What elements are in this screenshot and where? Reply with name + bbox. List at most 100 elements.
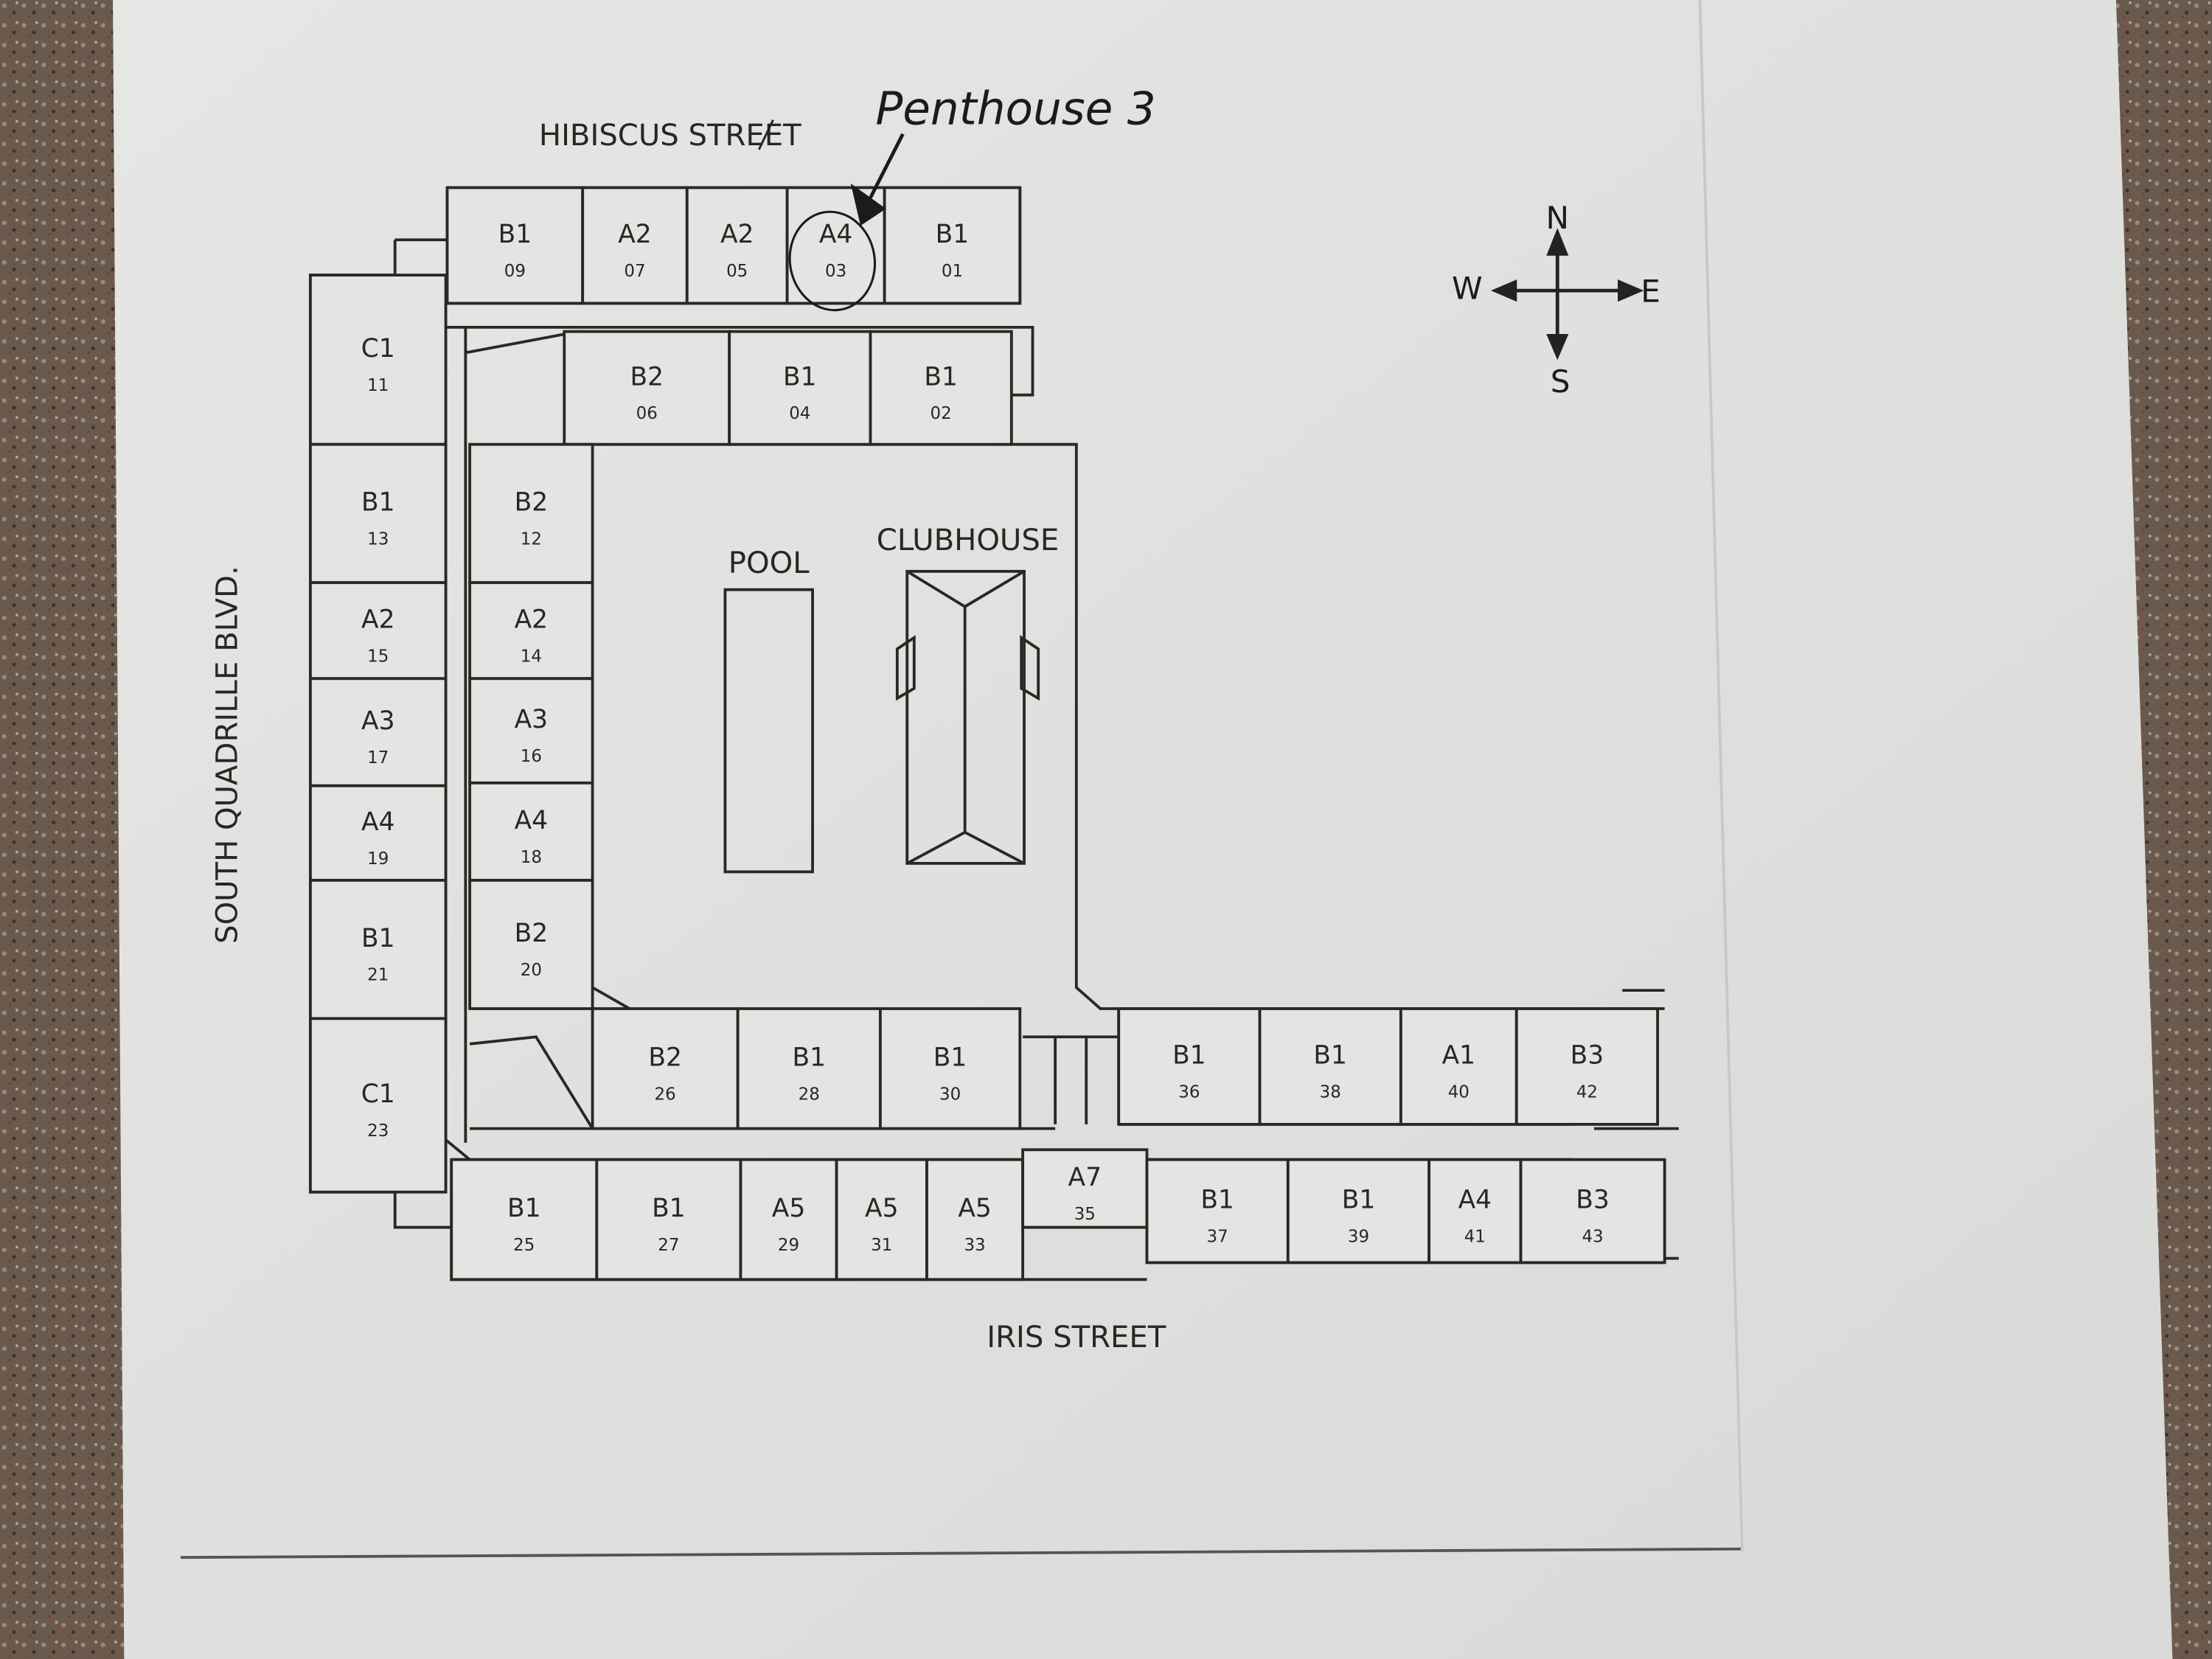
unit-type: B1	[361, 924, 395, 953]
unit-type: B3	[1571, 1041, 1604, 1071]
street-label-north: HIBISCUS STREET	[539, 119, 801, 153]
unit-number: 11	[367, 376, 389, 395]
unit-type: B2	[648, 1043, 682, 1072]
unit-37: B1 37	[1145, 1158, 1290, 1265]
unit-outline	[1117, 1007, 1262, 1126]
unit-outline	[1258, 1007, 1402, 1126]
pool	[723, 588, 814, 874]
unit-grid: B109A207A205A403B101B206B104B102C111B113…	[309, 186, 1666, 1281]
unit-type: B1	[507, 1194, 541, 1223]
unit-number: 42	[1576, 1083, 1598, 1102]
unit-type: B1	[498, 220, 532, 249]
penthouse-annotation: Penthouse 3	[875, 83, 1155, 135]
unit-outline	[445, 186, 585, 305]
unit-type: A2	[515, 605, 548, 634]
unit-type: A2	[361, 605, 394, 634]
unit-type: A2	[618, 220, 651, 249]
unit-type: A4	[515, 806, 548, 835]
unit-number: 14	[521, 647, 542, 666]
unit-number: 23	[367, 1121, 389, 1141]
unit-number: 16	[521, 747, 542, 766]
unit-outline	[581, 186, 689, 305]
unit-number: 17	[367, 748, 389, 768]
unit-outline	[591, 1007, 740, 1130]
unit-type: A2	[720, 220, 754, 249]
unit-outline	[309, 1017, 448, 1194]
unit-outline	[309, 784, 448, 882]
unit-number: 29	[778, 1236, 799, 1255]
unit-number: 35	[1074, 1205, 1096, 1224]
unit-outline	[1399, 1007, 1518, 1126]
unit-number: 25	[513, 1236, 535, 1255]
unit-outline	[883, 186, 1022, 305]
unit-number: 40	[1448, 1083, 1470, 1102]
unit-05: A2 05	[685, 186, 789, 305]
unit-outline	[736, 1007, 882, 1130]
unit-outline	[468, 677, 594, 785]
unit-type: A4	[361, 807, 394, 837]
unit-outline	[309, 274, 448, 446]
unit-number: 02	[931, 404, 952, 423]
pool-label: POOL	[728, 546, 810, 580]
unit-outline	[685, 186, 789, 305]
unit-number: 03	[825, 262, 846, 281]
unit-type: B3	[1576, 1186, 1610, 1215]
unit-number: 21	[367, 966, 389, 985]
unit-outline	[468, 781, 594, 882]
unit-28: B1 28	[736, 1007, 882, 1130]
unit-type: B1	[652, 1194, 686, 1223]
unit-type: B1	[1342, 1186, 1376, 1215]
unit-type: B1	[792, 1043, 826, 1072]
unit-41: A4 41	[1427, 1158, 1523, 1265]
unit-number: 04	[789, 404, 810, 423]
unit-number: 33	[964, 1236, 985, 1255]
unit-outline	[309, 878, 448, 1020]
unit-number: 31	[871, 1236, 892, 1255]
unit-number: 38	[1320, 1083, 1341, 1102]
unit-outline	[309, 677, 448, 787]
unit-outline	[1514, 1007, 1659, 1126]
unit-outline	[1286, 1158, 1431, 1265]
unit-type: A4	[819, 220, 852, 249]
unit-number: 28	[799, 1085, 820, 1104]
unit-type: A3	[361, 706, 394, 736]
unit-number: 30	[939, 1085, 961, 1104]
unit-type: B2	[515, 919, 549, 948]
unit-number: 05	[726, 262, 748, 281]
unit-type: A5	[865, 1194, 898, 1223]
unit-type: B1	[1200, 1186, 1234, 1215]
unit-number: 15	[367, 647, 389, 666]
unit-outline	[1145, 1158, 1290, 1265]
compass-north: N	[1546, 200, 1569, 236]
unit-outline	[739, 1158, 838, 1281]
unit-14: A2 14	[468, 581, 594, 681]
unit-outline	[563, 330, 731, 446]
unit-type: B1	[924, 362, 958, 392]
unit-31: A5 31	[835, 1158, 928, 1281]
handwritten-slash	[758, 119, 774, 150]
unit-outline	[468, 878, 594, 1010]
unit-outline	[835, 1158, 928, 1281]
circled-unit-marker	[788, 210, 877, 312]
unit-number: 37	[1207, 1228, 1228, 1247]
unit-type: A4	[1458, 1186, 1492, 1215]
unit-number: 01	[942, 262, 963, 281]
unit-outline	[309, 442, 448, 585]
unit-type: B1	[361, 488, 395, 518]
unit-number: 36	[1178, 1083, 1200, 1102]
unit-number: 41	[1464, 1228, 1486, 1247]
unit-02: B1 02	[869, 330, 1013, 446]
